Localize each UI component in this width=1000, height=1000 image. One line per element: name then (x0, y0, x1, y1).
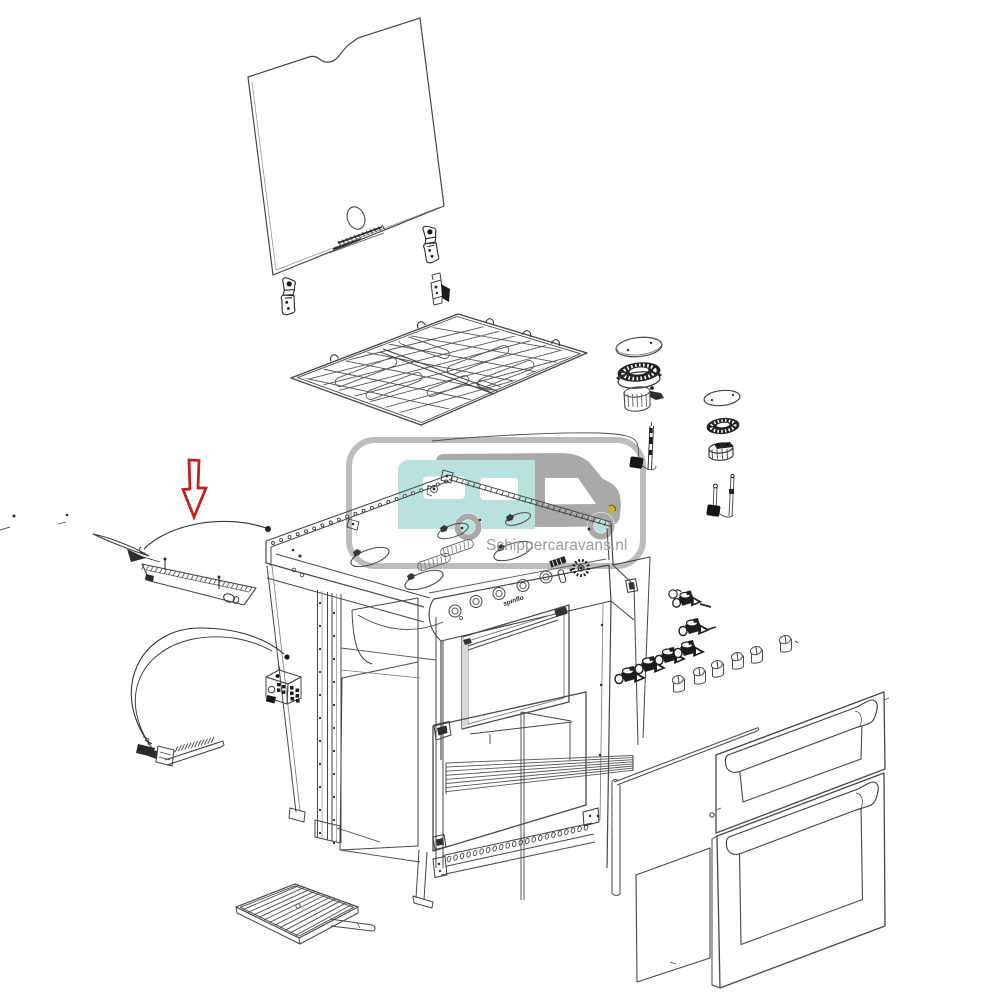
svg-text:Schippercaravans.nl: Schippercaravans.nl (486, 537, 627, 554)
